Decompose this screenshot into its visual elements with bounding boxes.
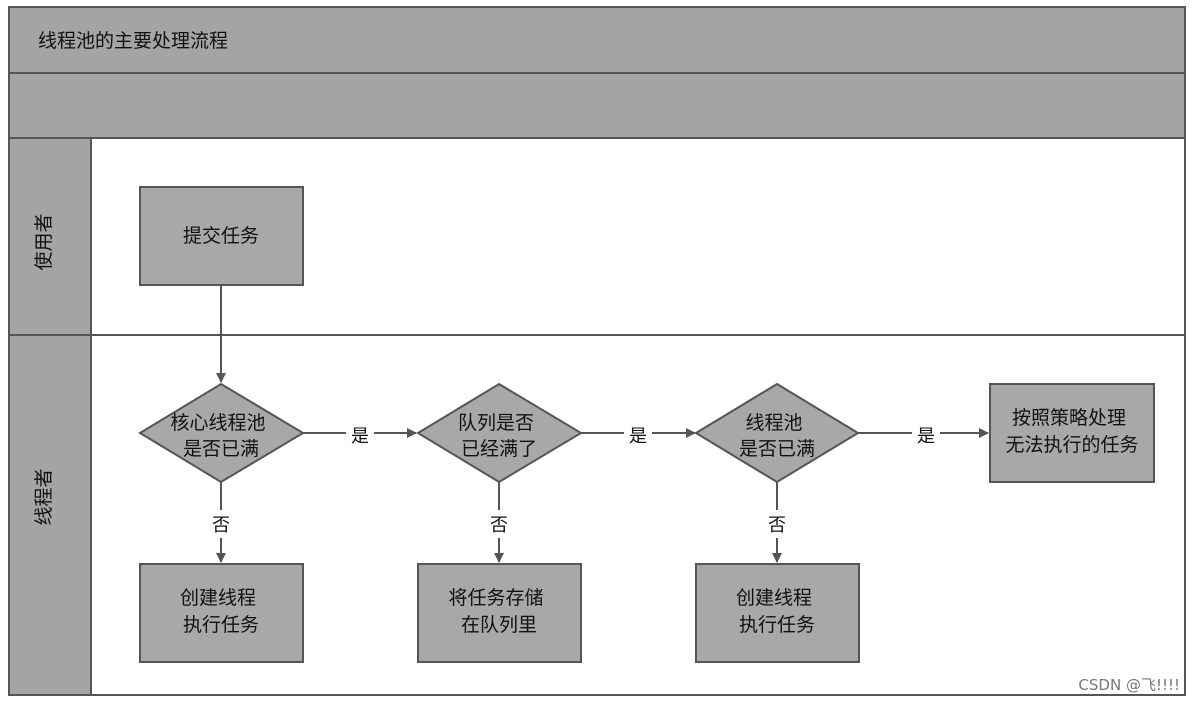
- edge-label-no-3: 否: [768, 515, 786, 536]
- edge-label-yes-1: 是: [351, 426, 369, 447]
- decision-pool-full-text: 线程池 是否已满: [739, 412, 815, 460]
- title-band: [8, 6, 1186, 74]
- node-create-thread-text: 创建线程 执行任务: [736, 587, 818, 636]
- node-create-core-thread: [139, 563, 304, 663]
- edge-label-bg: [208, 510, 234, 538]
- edge-label-no-1: 否: [212, 515, 230, 536]
- node-create-core-thread-text: 创建线程 执行任务: [180, 587, 262, 636]
- decision-queue-full: [416, 382, 583, 484]
- watermark: CSDN @飞!!!!: [1078, 676, 1180, 694]
- edge-label-bg: [346, 421, 374, 447]
- node-reject-task-text: 按照策略处理 无法执行的任务: [1005, 407, 1138, 456]
- edge-label-bg: [624, 421, 652, 447]
- lane-label-user: [8, 137, 92, 336]
- node-submit-task: [139, 186, 304, 286]
- diagram-title: 线程池的主要处理流程: [38, 30, 228, 52]
- decision-queue-full-text: 队列是否 已经满了: [458, 412, 540, 460]
- node-create-thread: [695, 563, 860, 663]
- edge-label-bg: [486, 510, 512, 538]
- decision-core-pool-full-text: 核心线程池 是否已满: [170, 412, 271, 460]
- node-enqueue-task-text: 将任务存储 在队列里: [448, 587, 549, 636]
- lane-title-pool: 线程者: [33, 468, 55, 525]
- decision-pool-full: [694, 382, 860, 484]
- lane-label-pool: [8, 334, 92, 696]
- node-submit-task-text: 提交任务: [183, 225, 259, 247]
- lane-title-user: 使用者: [33, 213, 55, 270]
- node-enqueue-task: [417, 563, 582, 663]
- edge-label-bg: [764, 510, 790, 538]
- node-reject-task: [989, 383, 1155, 483]
- edge-label-no-2: 否: [490, 515, 508, 536]
- decision-core-pool-full: [138, 382, 305, 484]
- edge-label-yes-3: 是: [917, 426, 935, 447]
- subheader-band: [8, 72, 1186, 139]
- edge-label-yes-2: 是: [629, 426, 647, 447]
- edge-label-bg: [912, 421, 940, 447]
